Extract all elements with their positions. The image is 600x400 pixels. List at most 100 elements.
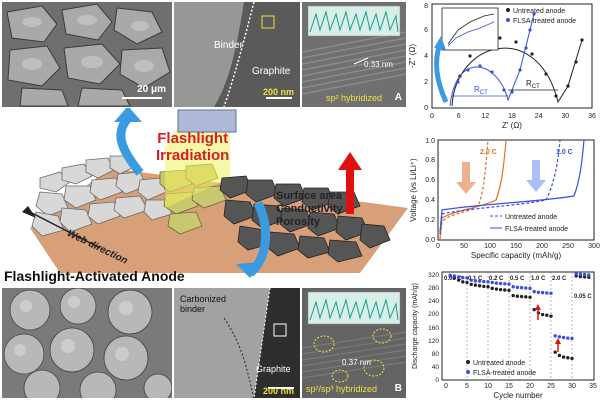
cycling-marker [469,282,473,287]
cycling-marker [498,287,503,292]
nyq-legend-treated: FLSA-treated anode [513,18,576,25]
cyc-rate-label: 1.0 C [531,276,546,282]
volt-ytick: 0.0 [425,237,435,244]
volt-ytick: 0.8 [425,157,435,164]
cycling-marker [507,282,511,286]
cycling-marker [532,307,536,312]
cyc-untreated-markers [448,274,591,361]
cycling-marker [566,356,570,360]
nyq-ytick: 0 [424,105,428,112]
cycling-marker [553,350,557,354]
hrtem-hybrid-label-bottom: sp²/sp³ hybridized [306,384,378,394]
hrtem-lattice-top [302,2,406,107]
blue-arrow-up [116,115,144,176]
cyc-xtick: 0 [444,383,448,390]
sem-scale-label-top: 20 μm [137,84,166,95]
volt-ytick: 0.4 [425,197,435,204]
cyc-legend-untreated: Untreated anode [473,360,525,367]
nyq-ytick: 8 [424,3,428,10]
cyc-ytick: 40 [432,364,440,371]
cycling-marker [490,280,494,285]
rct-label-treated: RCT [474,85,488,96]
cyc-rate-label: 0.5 C [510,276,525,282]
cycling-marker [561,355,566,359]
cycling-marker [482,279,486,284]
cycling-marker [486,285,490,289]
untreated-particles [31,155,173,237]
cycling-marker [461,275,465,280]
tem-image-top: Binder Graphite 200 nm [174,2,300,107]
tem-binder-label-bottom: Carbonized binder [180,294,227,314]
nyq-blue-arrow-head [434,36,446,50]
cycling-marker [532,289,536,294]
cyc-rate-label: 0.2 C [489,276,504,282]
cyc-xtick: 10 [484,383,492,390]
cycling-marker [465,280,469,285]
hrtem-spacing-label-top: 0.33 nm [364,60,393,69]
nyq-legend-untreated: Untreated anode [513,8,565,15]
web-direction-arrow [29,211,101,249]
red-arrow-head [338,152,362,170]
cycling-marker [511,293,515,298]
volt-ytick: 1.0 [425,138,435,145]
voltage-chart: 0 50 100 150 200 250 300 0.0 0.2 0.4 0.6… [409,138,600,260]
nyq-inset-untreated [447,13,495,45]
tem-graphite-label-bottom: Graphite [256,364,291,374]
web-direction-arrow-head [22,206,36,218]
cyc-xtick: 5 [465,383,469,390]
tem-graphite-region-top [174,2,300,107]
nyq-xtick: 30 [561,113,569,120]
cycling-marker [503,288,507,292]
cycling-marker [545,291,549,295]
rct-label-untreated: RCT [526,79,540,90]
tem-image-bottom: Carbonized binder Graphite 200 nm [174,288,300,398]
cyc-rate-label: 2.0 C [552,276,567,282]
volt-xtick: 50 [460,243,468,250]
cyc-xtick: 35 [589,383,597,390]
light-beam [165,116,230,208]
tem-binder-label-top: Binder [214,40,243,51]
panel-letter-b: B [394,383,402,394]
cycling-marker [503,282,507,286]
nyq-xlabel: Z' (Ω) [502,121,522,130]
cyc-legend-treated: FLSA-treated anode [473,370,536,377]
cycling-marker [494,281,499,285]
cycling-marker [545,313,549,317]
volt-xtick: 100 [484,243,496,250]
cycling-marker [549,314,553,318]
nyq-ytick: 6 [424,27,428,34]
cycling-marker [570,336,574,341]
hrtem-image-bottom: 0.37 nm sp²/sp³ hybridized B [302,288,406,398]
tem-graphite-region-bottom [174,288,300,398]
nyq-legend-marker-treated [506,18,510,22]
cycling-marker [570,356,574,361]
hrtem-spacing-label-bottom: 0.37 nm [342,358,371,367]
hrtem-lattice-bottom [302,288,406,398]
cycling-chart: 0 5 10 15 20 25 30 35 0 40 80 120 160 20… [412,271,597,400]
nyq-xtick: 18 [508,113,516,120]
cycling-marker [469,278,473,282]
nyq-inset-treated [447,21,495,47]
cyc-ytick: 80 [432,351,440,358]
cycling-marker [465,276,469,280]
cyc-final-rate-label: 0.05 C [574,294,592,300]
cycling-marker [490,286,494,291]
cycling-marker [582,272,587,277]
cycling-marker [540,290,545,295]
cycling-marker [519,294,524,299]
volt-legend-treated: FLSA-treated anode [505,226,568,233]
nyq-xtick: 12 [481,113,489,120]
cycling-marker [557,353,562,358]
cyc-ytick: 120 [428,338,439,345]
volt-xtick: 200 [536,243,548,250]
volt-legend-untreated: Untreated anode [505,214,557,221]
cycling-marker [456,278,461,282]
cyc-red-arrow-head-1 [535,304,541,310]
cyc-red-arrow-head-2 [555,338,561,344]
cycling-marker [515,294,520,298]
hrtem-hybrid-label-top: sp² hybridized [326,93,383,103]
cyc-treated-markers [448,271,591,341]
cycling-marker [524,295,528,299]
blue-arrow-down-head [236,262,262,278]
volt-xtick: 300 [588,243,600,250]
